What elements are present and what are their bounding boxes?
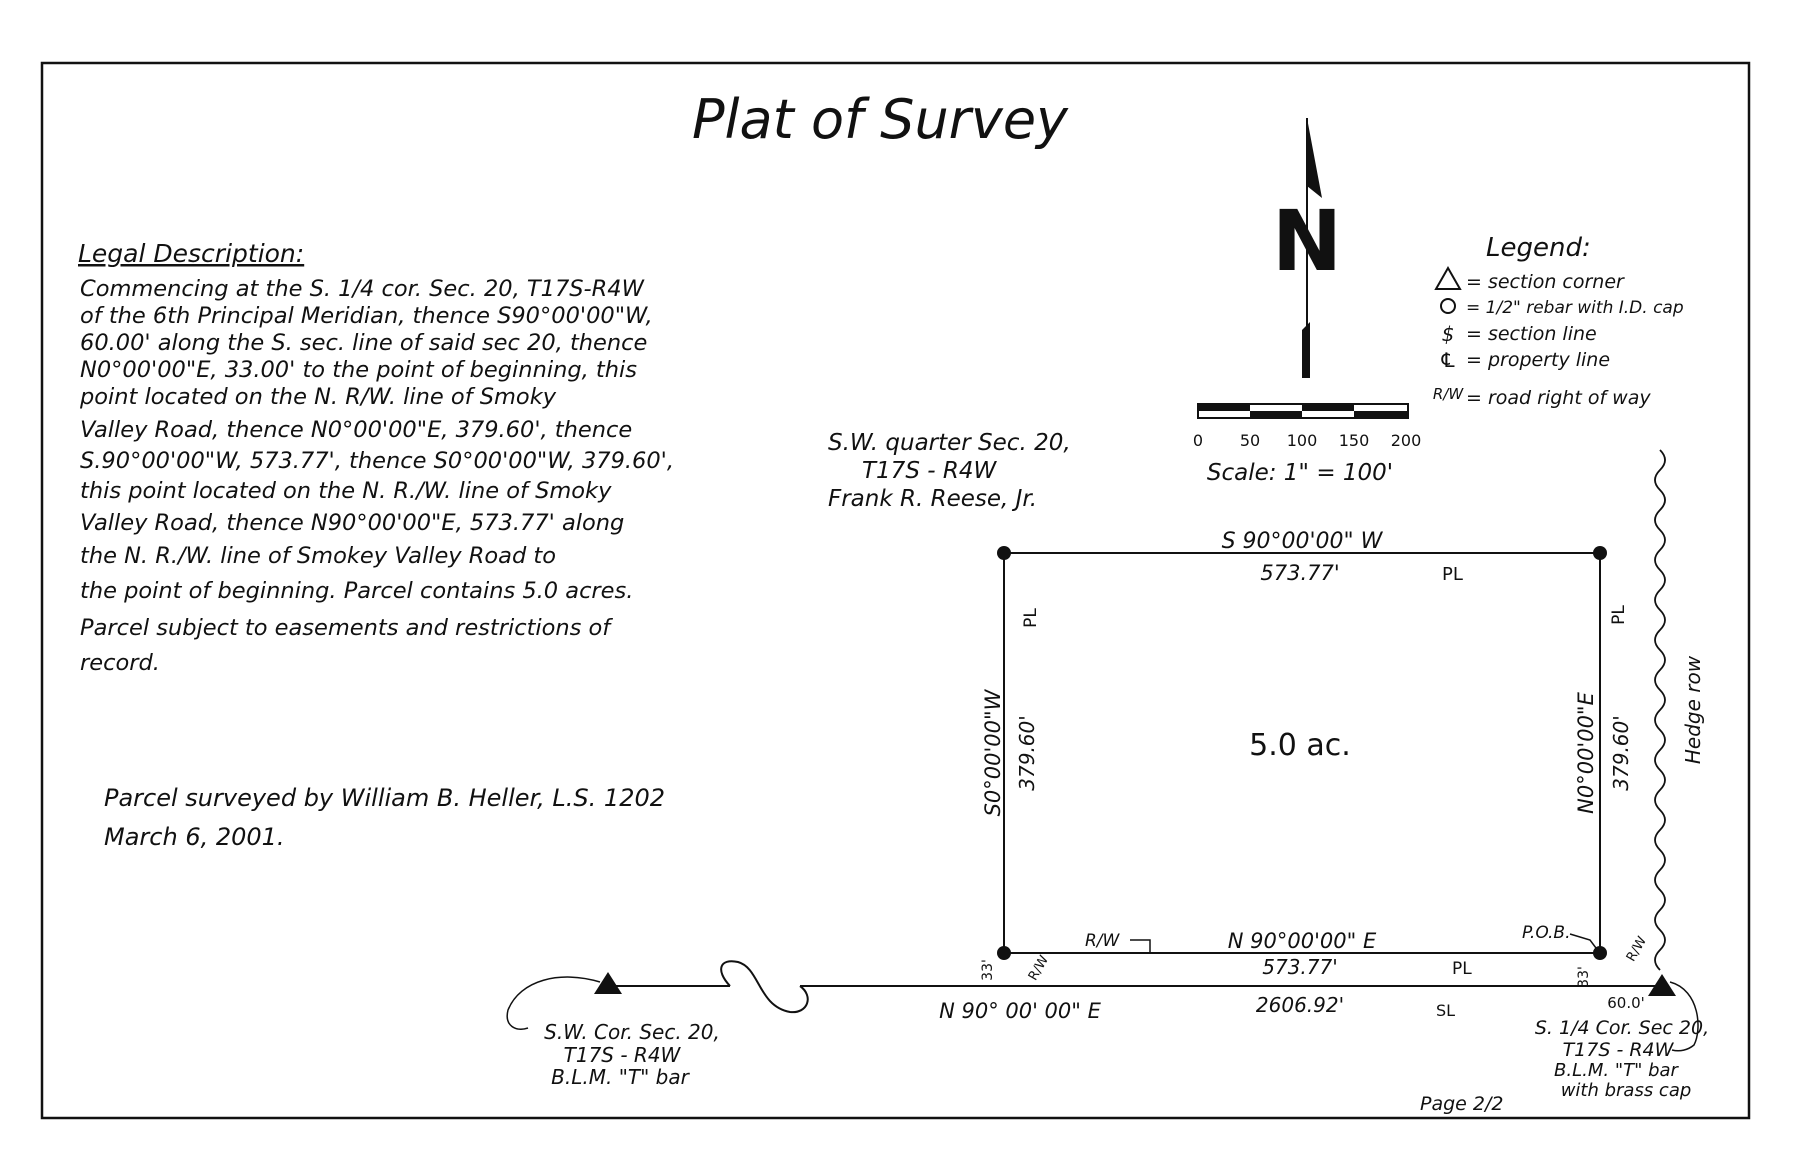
legal-line: N0°00'00"E, 33.00' to the point of begin…: [80, 357, 637, 383]
legal-line: the N. R./W. line of Smokey Valley Road …: [80, 543, 556, 569]
legend-heading: Legend:: [1486, 233, 1591, 263]
section-bearing: N 90° 00' 00" E: [939, 999, 1102, 1023]
north-letter: N: [1272, 192, 1342, 290]
parcel-corner-ne: [1593, 546, 1607, 560]
section-sl-label: SL: [1436, 1001, 1455, 1020]
scale-tick: 50: [1240, 431, 1260, 450]
legend-item: = 1/2" rebar with I.D. cap: [1466, 298, 1684, 318]
legend-item: = section corner: [1466, 271, 1625, 293]
east-rw-vertical: R/W: [1624, 934, 1650, 964]
triangle-icon: [1434, 265, 1462, 290]
rw-arrow-icon: [1130, 939, 1151, 952]
pob-label: P.O.B.: [1522, 923, 1570, 943]
parcel-corner-se: [1593, 946, 1607, 960]
owner-line: S.W. quarter Sec. 20,: [828, 430, 1071, 456]
rw-label: R/W: [1085, 931, 1121, 951]
parcel-boundary: [1003, 552, 1601, 954]
legend: Legend: = section corner = 1/2" rebar wi…: [1433, 233, 1684, 409]
s-quarter-line: S. 1/4 Cor. Sec 20,: [1535, 1017, 1709, 1039]
legal-line: record.: [80, 650, 160, 676]
owner-line: T17S - R4W: [862, 458, 997, 484]
west-bearing: S0°00'00"W: [981, 688, 1005, 816]
west-rw-vertical: R/W: [1026, 953, 1052, 983]
hedge-row-label: Hedge row: [1681, 655, 1705, 764]
sw-corner-triangle-icon: [594, 972, 622, 994]
s-quarter-line: B.L.M. "T" bar: [1554, 1060, 1680, 1081]
s-quarter-corner-leader: [1669, 981, 1699, 1052]
section-line-break-icon: [720, 960, 809, 1014]
parcel-corner-sw: [997, 946, 1011, 960]
s-quarter-corner-triangle-icon: [1648, 974, 1676, 996]
property-line-icon: ℄: [1439, 348, 1457, 372]
west-distance: 379.60': [1015, 715, 1039, 790]
adjoining-owner: S.W. quarter Sec. 20, T17S - R4W Frank R…: [828, 430, 1071, 512]
west-pl-label: PL: [1021, 608, 1041, 628]
parcel: 5.0 ac. S 90°00'00" W 573.77' PL N 90°00…: [981, 529, 1633, 979]
legal-line: S.90°00'00"W, 573.77', thence S0°00'00"W…: [80, 448, 674, 474]
legal-line: this point located on the N. R./W. line …: [80, 478, 612, 504]
north-arrow-head-icon: [1307, 118, 1322, 198]
page-number: Page 2/2: [1420, 1093, 1503, 1115]
east-offset: 33': [1576, 966, 1592, 988]
legal-line: point located on the N. R/W. line of Smo…: [79, 384, 557, 410]
south-bearing: N 90°00'00" E: [1228, 929, 1377, 953]
section-distance: 2606.92': [1256, 993, 1344, 1017]
legend-item: = property line: [1466, 349, 1610, 371]
scale-bar: 0 50 100 150 200 Scale: 1" = 100': [1193, 403, 1422, 486]
legal-line: Parcel subject to easements and restrict…: [80, 615, 613, 641]
east-pl-label: PL: [1609, 605, 1629, 625]
hedge-row-wavy-line: [1654, 449, 1666, 971]
legal-line: the point of beginning. Parcel contains …: [80, 578, 633, 604]
legal-line: Commencing at the S. 1/4 cor. Sec. 20, T…: [80, 276, 645, 302]
legal-description-heading: Legal Description:: [78, 239, 304, 268]
legend-item: = road right of way: [1466, 387, 1651, 409]
sw-corner-line: S.W. Cor. Sec. 20,: [544, 1020, 720, 1044]
legal-description: Legal Description: Commencing at the S. …: [78, 239, 674, 676]
sw-corner-line: T17S - R4W: [564, 1043, 682, 1067]
scale-label: Scale: 1" = 100': [1207, 460, 1393, 486]
hedge-row: Hedge row: [1654, 449, 1705, 971]
east-distance: 379.60': [1609, 715, 1633, 790]
sw-corner-label: S.W. Cor. Sec. 20, T17S - R4W B.L.M. "T"…: [544, 1020, 720, 1089]
south-distance: 573.77': [1262, 955, 1337, 979]
survey-date: March 6, 2001.: [104, 823, 285, 851]
north-pl-label: PL: [1442, 564, 1463, 585]
legal-line: Valley Road, thence N90°00'00"E, 573.77'…: [80, 510, 624, 536]
pob-arrow-icon: [1569, 933, 1597, 949]
east-60-offset: 60.0': [1607, 994, 1645, 1012]
sw-corner-line: B.L.M. "T" bar: [551, 1065, 690, 1089]
page-title: Plat of Survey: [692, 88, 1069, 151]
legal-line: 60.00' along the S. sec. line of said se…: [80, 330, 647, 356]
scale-tick: 100: [1287, 431, 1318, 450]
right-of-way-icon: R/W: [1433, 385, 1464, 403]
scale-tick: 0: [1193, 431, 1203, 450]
scale-tick: 200: [1391, 431, 1422, 450]
parcel-area: 5.0 ac.: [1249, 728, 1351, 763]
north-arrow: N: [1272, 118, 1342, 378]
owner-line: Frank R. Reese, Jr.: [828, 486, 1037, 512]
circle-icon: [1440, 298, 1456, 314]
scale-tick: 150: [1339, 431, 1370, 450]
s-quarter-line: T17S - R4W: [1563, 1039, 1675, 1061]
surveyor-line: Parcel surveyed by William B. Heller, L.…: [104, 784, 665, 812]
west-offset: 33': [980, 959, 996, 981]
sw-corner-leader: [506, 976, 601, 1030]
section-line-icon: $: [1442, 322, 1455, 346]
south-pl-label: PL: [1452, 959, 1472, 979]
east-bearing: N0°00'00"E: [1574, 691, 1598, 813]
s-quarter-corner-label: S. 1/4 Cor. Sec 20, T17S - R4W B.L.M. "T…: [1535, 1017, 1709, 1101]
legend-item: = section line: [1466, 323, 1597, 345]
sheet-border: [40, 61, 1751, 1120]
north-bearing: S 90°00'00" W: [1222, 529, 1384, 554]
parcel-corner-nw: [997, 546, 1011, 560]
s-quarter-line: with brass cap: [1561, 1080, 1692, 1101]
legal-line: of the 6th Principal Meridian, thence S9…: [80, 303, 653, 329]
north-distance: 573.77': [1260, 561, 1339, 585]
legal-line: Valley Road, thence N0°00'00"E, 379.60',…: [80, 417, 632, 443]
